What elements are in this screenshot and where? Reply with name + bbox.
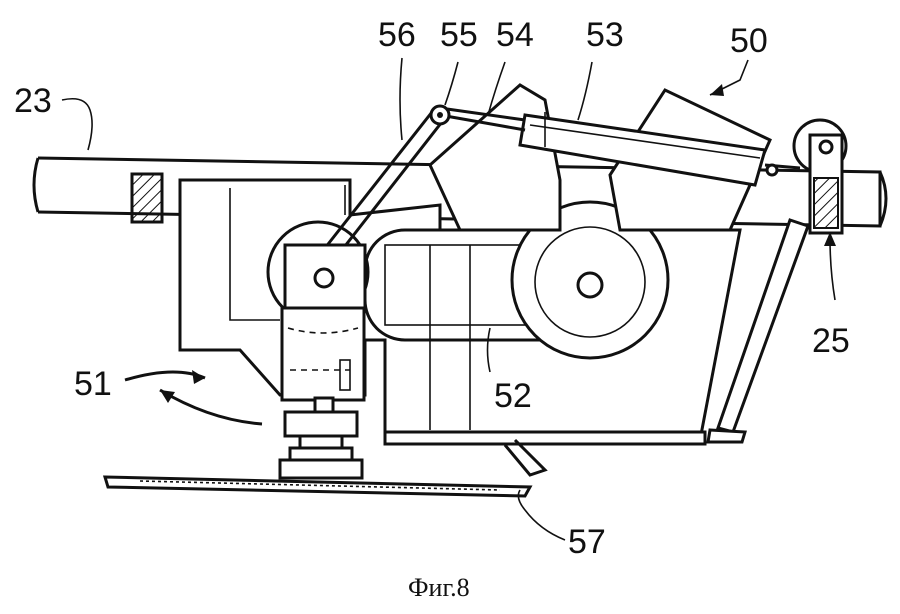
- leader-57: [517, 489, 566, 541]
- leader-56: [399, 57, 403, 141]
- base-plate: [383, 430, 707, 446]
- label-57: 57: [568, 523, 606, 561]
- actuator-53: [518, 112, 767, 187]
- leader-55: [444, 61, 459, 106]
- label-52: 52: [494, 377, 532, 415]
- label-54: 54: [496, 16, 534, 54]
- label-23: 23: [14, 82, 52, 120]
- beam-hatched-insert: [130, 172, 164, 224]
- spindle-housing: [280, 306, 366, 402]
- label-55: 55: [440, 16, 478, 54]
- label-53: 53: [586, 16, 624, 54]
- figure-caption: Фиг.8: [408, 573, 470, 602]
- label-50: 50: [730, 22, 768, 60]
- leader-54: [487, 61, 506, 116]
- strut: [706, 218, 810, 444]
- leader-lines: [61, 57, 836, 541]
- leader-25: [829, 237, 836, 301]
- leader-53: [577, 61, 593, 121]
- roller-25: [792, 118, 848, 235]
- leader-52: [486, 327, 491, 373]
- rotation-arrows: [124, 370, 263, 426]
- leader-50: [709, 59, 749, 96]
- leader-23: [61, 97, 93, 151]
- cutter-disc: [278, 458, 364, 480]
- tool-head: [278, 243, 367, 480]
- linkage: [323, 104, 801, 256]
- label-51: 51: [74, 365, 112, 403]
- chuck: [283, 410, 359, 438]
- label-25: 25: [812, 322, 850, 360]
- label-56: 56: [378, 16, 416, 54]
- workpiece-plate: [102, 475, 533, 498]
